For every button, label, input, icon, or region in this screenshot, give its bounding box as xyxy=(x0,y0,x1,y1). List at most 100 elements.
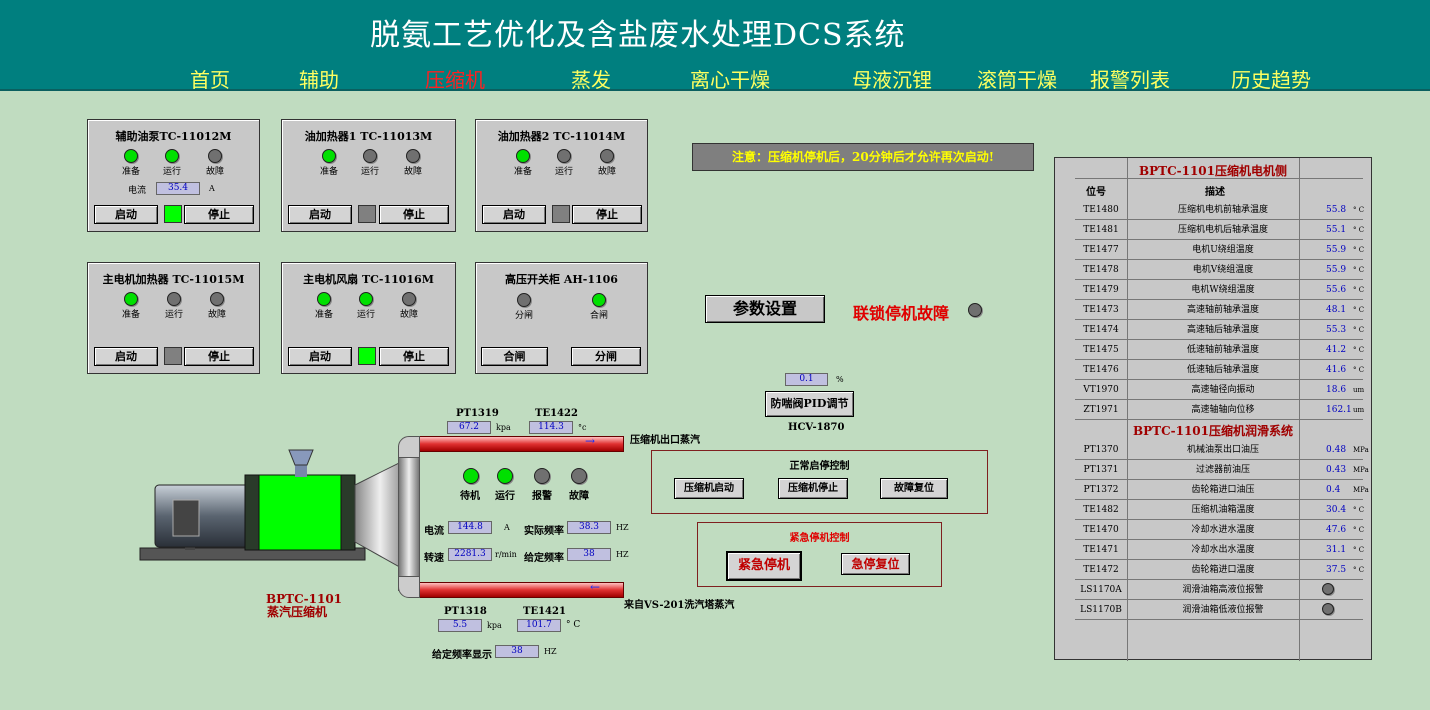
standby-label: 待机 xyxy=(460,491,480,502)
row-tag: PT1371 xyxy=(1083,465,1119,475)
nav-home[interactable]: 首页 xyxy=(190,68,230,92)
pid-output-value: 0.1 xyxy=(785,373,828,386)
row-unit: ° C xyxy=(1353,526,1365,534)
row-tag: VT1970 xyxy=(1083,385,1119,395)
row-tag: TE1471 xyxy=(1083,545,1119,555)
row-tag: PT1372 xyxy=(1083,485,1119,495)
table-row: TE1471 冷却水出水温度 31.1 ° C xyxy=(1075,540,1365,560)
row-desc: 电机W绕组温度 xyxy=(1191,285,1255,295)
speed-value: 2281.3 xyxy=(448,548,492,561)
emergency-stop-button[interactable]: 紧急停机 xyxy=(726,551,802,581)
motor-fan-start-button[interactable]: 启动 xyxy=(288,347,352,366)
motor-fan-stop-button[interactable]: 停止 xyxy=(379,347,449,366)
row-unit: ° C xyxy=(1353,546,1365,554)
row-tag: TE1473 xyxy=(1083,305,1119,315)
row-value: 0.43 xyxy=(1326,465,1347,475)
standby-lamp xyxy=(463,468,479,484)
fault-reset-button[interactable]: 故障复位 xyxy=(880,478,948,499)
nav-history-trend[interactable]: 历史趋势 xyxy=(1231,68,1311,92)
hv-open-button[interactable]: 分闸 xyxy=(571,347,641,366)
heater1-run-indicator xyxy=(358,205,376,223)
motor-heater-start-button[interactable]: 启动 xyxy=(94,347,158,366)
arrow-right-icon: → xyxy=(585,434,596,448)
nav-lithium-precipitation[interactable]: 母液沉锂 xyxy=(852,68,932,92)
row-unit: ° C xyxy=(1353,506,1365,514)
fault-label: 故障 xyxy=(205,167,224,177)
row-tag: TE1478 xyxy=(1083,265,1119,275)
alarm-lamp xyxy=(1322,603,1334,615)
pid-output-unit: % xyxy=(836,375,844,384)
ready-label: 准备 xyxy=(121,310,140,320)
aux-pump-start-button[interactable]: 启动 xyxy=(94,205,158,224)
pt1318-value: 5.5 xyxy=(438,619,482,632)
heater1-stop-button[interactable]: 停止 xyxy=(379,205,449,224)
motor-side-title: BPTC-1101压缩机电机侧 xyxy=(1138,164,1288,178)
panel-title: 油加热器2 TC-11014M xyxy=(497,130,626,143)
row-desc: 齿轮箱进口温度 xyxy=(1191,565,1255,575)
emergency-reset-button[interactable]: 急停复位 xyxy=(841,553,910,575)
row-tag: TE1482 xyxy=(1083,505,1119,515)
row-value: 41.6 xyxy=(1326,365,1347,375)
compressor-start-button[interactable]: 压缩机启动 xyxy=(674,478,744,499)
heater2-start-button[interactable]: 启动 xyxy=(482,205,546,224)
row-unit: um xyxy=(1353,386,1365,394)
heater2-stop-button[interactable]: 停止 xyxy=(572,205,642,224)
row-unit: ° C xyxy=(1353,286,1365,294)
nav-compressor[interactable]: 压缩机 xyxy=(425,68,485,92)
row-unit: ° C xyxy=(1353,206,1365,214)
pipe-elbow-top xyxy=(398,436,420,458)
set-freq-label: 给定频率 xyxy=(524,553,564,564)
restart-notice: 注意：压缩机停机后，20分钟后才允许再次启动! xyxy=(692,143,1034,171)
alarm-lamp xyxy=(1322,583,1334,595)
nav-centrifuge-dry[interactable]: 离心干燥 xyxy=(690,68,770,92)
table-divider xyxy=(1299,158,1300,661)
nav-drum-dry[interactable]: 滚筒干燥 xyxy=(977,68,1057,92)
interlock-fault-label: 联锁停机故障 xyxy=(853,304,950,323)
ready-label: 准备 xyxy=(121,167,140,177)
normal-control-title: 正常启停控制 xyxy=(789,461,850,472)
fault-label: 故障 xyxy=(403,167,422,177)
nav-evaporation[interactable]: 蒸发 xyxy=(571,68,611,92)
nav-alarm-list[interactable]: 报警列表 xyxy=(1090,68,1170,92)
motor-heater-panel: 主电机加热器 TC-11015M 准备 运行 故障 启动 停止 xyxy=(87,262,260,374)
nav-auxiliary[interactable]: 辅助 xyxy=(299,68,339,92)
row-tag: TE1476 xyxy=(1083,365,1119,375)
row-desc: 冷却水出水温度 xyxy=(1191,545,1255,555)
row-unit: ° C xyxy=(1353,306,1365,314)
te1422-tag: TE1422 xyxy=(535,408,578,419)
arrow-left-icon: ← xyxy=(590,580,601,594)
row-tag: TE1475 xyxy=(1083,345,1119,355)
row-value: 162.1 xyxy=(1326,405,1352,415)
fault-label: 故障 xyxy=(207,310,226,320)
vertical-pipe xyxy=(398,446,420,591)
alarm-lamp xyxy=(534,468,550,484)
row-value: 55.6 xyxy=(1326,285,1347,295)
row-value: 48.1 xyxy=(1326,305,1347,315)
row-value: 55.8 xyxy=(1326,205,1347,215)
row-value: 31.1 xyxy=(1326,545,1347,555)
heater1-start-button[interactable]: 启动 xyxy=(288,205,352,224)
heater1-panel: 油加热器1 TC-11013M 准备 运行 故障 启动 停止 xyxy=(281,119,456,232)
row-desc: 高速轴轴向位移 xyxy=(1191,405,1255,415)
hv-close-button[interactable]: 合闸 xyxy=(481,347,548,366)
row-desc: 润滑油箱低液位报警 xyxy=(1182,605,1264,615)
motor-heater-stop-button[interactable]: 停止 xyxy=(184,347,254,366)
fault-label: 故障 xyxy=(569,491,589,502)
fault-label: 故障 xyxy=(597,167,616,177)
row-unit: ° C xyxy=(1353,346,1365,354)
anti-surge-pid-button[interactable]: 防喘阀PID调节 xyxy=(765,391,854,417)
row-desc: 电机V绕组温度 xyxy=(1192,265,1254,275)
compressor-stop-button[interactable]: 压缩机停止 xyxy=(778,478,848,499)
run-lamp xyxy=(167,292,181,306)
param-settings-button[interactable]: 参数设置 xyxy=(705,295,825,323)
aux-pump-stop-button[interactable]: 停止 xyxy=(184,205,254,224)
